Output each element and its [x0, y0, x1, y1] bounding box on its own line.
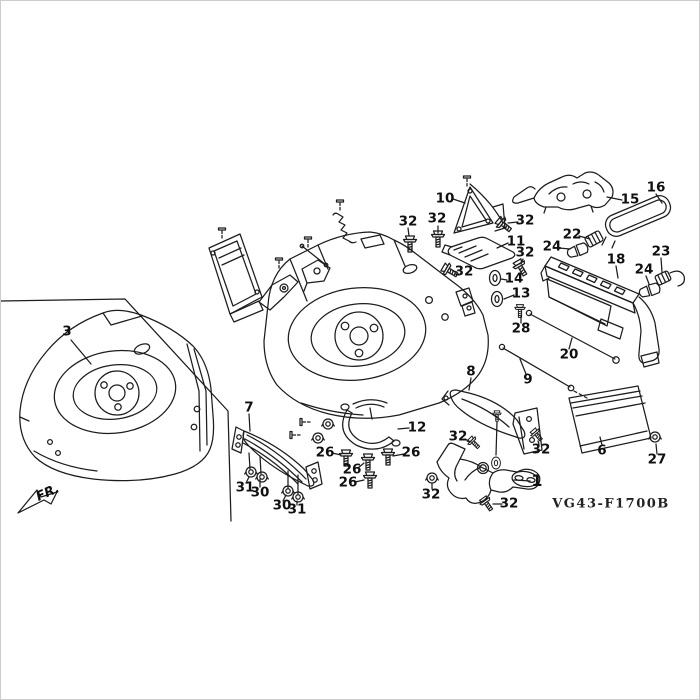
bolt-icon	[514, 304, 526, 318]
part-label-1-highlighted: 1	[531, 471, 543, 490]
part-label-26-a: 26	[315, 444, 335, 461]
part-7-skirt	[231, 426, 323, 495]
rear-flap-and-lever-parts	[208, 199, 357, 323]
leader-lines	[70, 193, 663, 506]
bolt-icon	[380, 448, 396, 466]
part-label-20: 20	[559, 346, 579, 363]
screw-icon	[289, 430, 303, 440]
part-label-16: 16	[646, 179, 666, 196]
part-label-32-g: 32	[531, 441, 551, 458]
nut-icon	[244, 466, 258, 478]
part-24-clamp-left	[566, 242, 589, 258]
part-label-32-d: 32	[515, 244, 535, 261]
part-label-7: 7	[244, 399, 254, 416]
part-label-24-left: 24	[542, 238, 562, 255]
part-label-13: 13	[511, 285, 531, 302]
section-boundary-line	[1, 298, 232, 522]
part-label-32-b: 32	[427, 210, 447, 227]
part-label-23: 23	[651, 243, 671, 260]
part-label-14: 14	[504, 270, 524, 287]
part-label-3: 3	[62, 323, 72, 340]
bolt-icon	[493, 214, 515, 236]
part-16-guard-frame	[601, 195, 672, 249]
part-label-22: 22	[562, 226, 582, 243]
nut-icon	[648, 431, 662, 443]
part-label-11: 11	[506, 233, 526, 250]
part-11-plate	[441, 236, 516, 270]
part-24-clamp-right	[638, 282, 661, 298]
grommet-icon	[491, 456, 501, 470]
nut-icon	[425, 472, 439, 484]
part-label-18: 18	[606, 251, 626, 268]
fasteners-layer	[244, 214, 662, 514]
part-label-15: 15	[620, 191, 640, 208]
diagram-code: VG43-F1700B	[552, 496, 670, 512]
part-3-cutter-housing	[19, 309, 215, 482]
part-label-8: 8	[466, 363, 476, 380]
part-label-26-b: 26	[342, 461, 362, 478]
part-label-27: 27	[647, 451, 667, 468]
part-8-skirt	[441, 389, 543, 456]
screw-icon	[299, 417, 313, 427]
part-label-6: 6	[597, 442, 607, 459]
part-12-clamp-band	[340, 399, 401, 450]
part-9-rod	[498, 343, 588, 399]
bolt-icon	[360, 453, 376, 471]
part-label-12: 12	[407, 419, 427, 436]
part-22-clip	[584, 230, 604, 248]
nut-icon	[311, 432, 325, 444]
grommet-icon	[490, 290, 504, 308]
part-18-rear-guard	[540, 256, 660, 368]
part-label-10: 10	[435, 190, 455, 207]
part-23-clip	[654, 270, 685, 287]
part-label-32-a: 32	[398, 213, 418, 230]
part-6-panel	[568, 385, 652, 454]
part-label-26-d: 26	[338, 474, 358, 491]
bolt-icon	[362, 471, 378, 489]
part-label-24-right: 24	[634, 261, 654, 278]
screw-icon	[303, 236, 313, 250]
part-label-30-a: 30	[250, 484, 270, 501]
part-label-32-i: 32	[499, 495, 519, 512]
part-20-rod	[525, 309, 620, 364]
nut-icon	[321, 418, 335, 430]
screw-icon	[335, 199, 345, 213]
part-label-31-a: 31	[235, 479, 255, 496]
part-label-32-h: 32	[421, 486, 441, 503]
part-1-body	[436, 442, 541, 504]
part-label-28: 28	[511, 320, 531, 337]
front-direction-arrow-icon	[17, 489, 58, 514]
bolt-icon	[465, 434, 483, 452]
part-15-bracket	[512, 171, 614, 214]
part-label-26-c: 26	[401, 444, 421, 461]
part-label-32-c: 32	[515, 212, 535, 229]
part-label-9: 9	[523, 371, 533, 388]
part-1-highlighted-guide	[436, 442, 541, 504]
center-cutter-housing	[263, 231, 489, 440]
screw-icon	[217, 227, 227, 241]
grommet-icon	[488, 269, 502, 287]
bolt-icon	[402, 235, 418, 253]
part-label-32-f: 32	[448, 428, 468, 445]
part-label-31-b: 31	[287, 501, 307, 518]
part-label-30-b: 30	[272, 497, 292, 514]
screw-icon	[462, 175, 472, 189]
part-label-32-e: 32	[454, 263, 474, 280]
